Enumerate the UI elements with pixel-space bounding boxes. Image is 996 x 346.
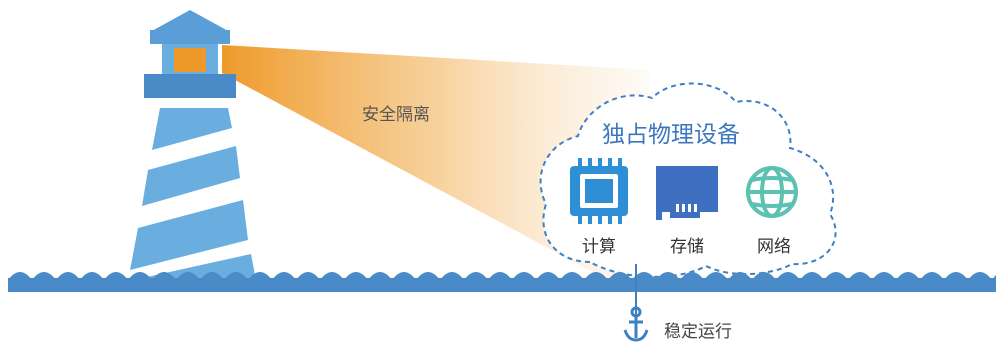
lighthouse-lamp — [174, 48, 206, 72]
dedicated-physical-devices-title: 独占物理设备 — [602, 122, 740, 148]
storage-card-icon — [656, 166, 718, 220]
lighthouse-stripe-3 — [130, 200, 248, 270]
storage-label: 存储 — [670, 237, 704, 257]
cpu-chip-icon — [570, 158, 628, 224]
anchor-icon — [623, 306, 649, 342]
lighthouse-stripe-1 — [152, 108, 232, 150]
security-isolation-label: 安全隔离 — [362, 105, 430, 125]
lighthouse-gallery — [144, 74, 236, 98]
light-beam — [222, 45, 650, 292]
globe-network-icon — [746, 166, 798, 218]
stable-operation-label: 稳定运行 — [664, 322, 732, 342]
lighthouse-stripe-2 — [142, 146, 240, 206]
lighthouse-roof-base — [150, 30, 230, 44]
network-label: 网络 — [757, 237, 791, 257]
compute-label: 计算 — [582, 237, 616, 257]
sea-waves — [8, 272, 996, 292]
lighthouse-roof — [150, 10, 230, 32]
